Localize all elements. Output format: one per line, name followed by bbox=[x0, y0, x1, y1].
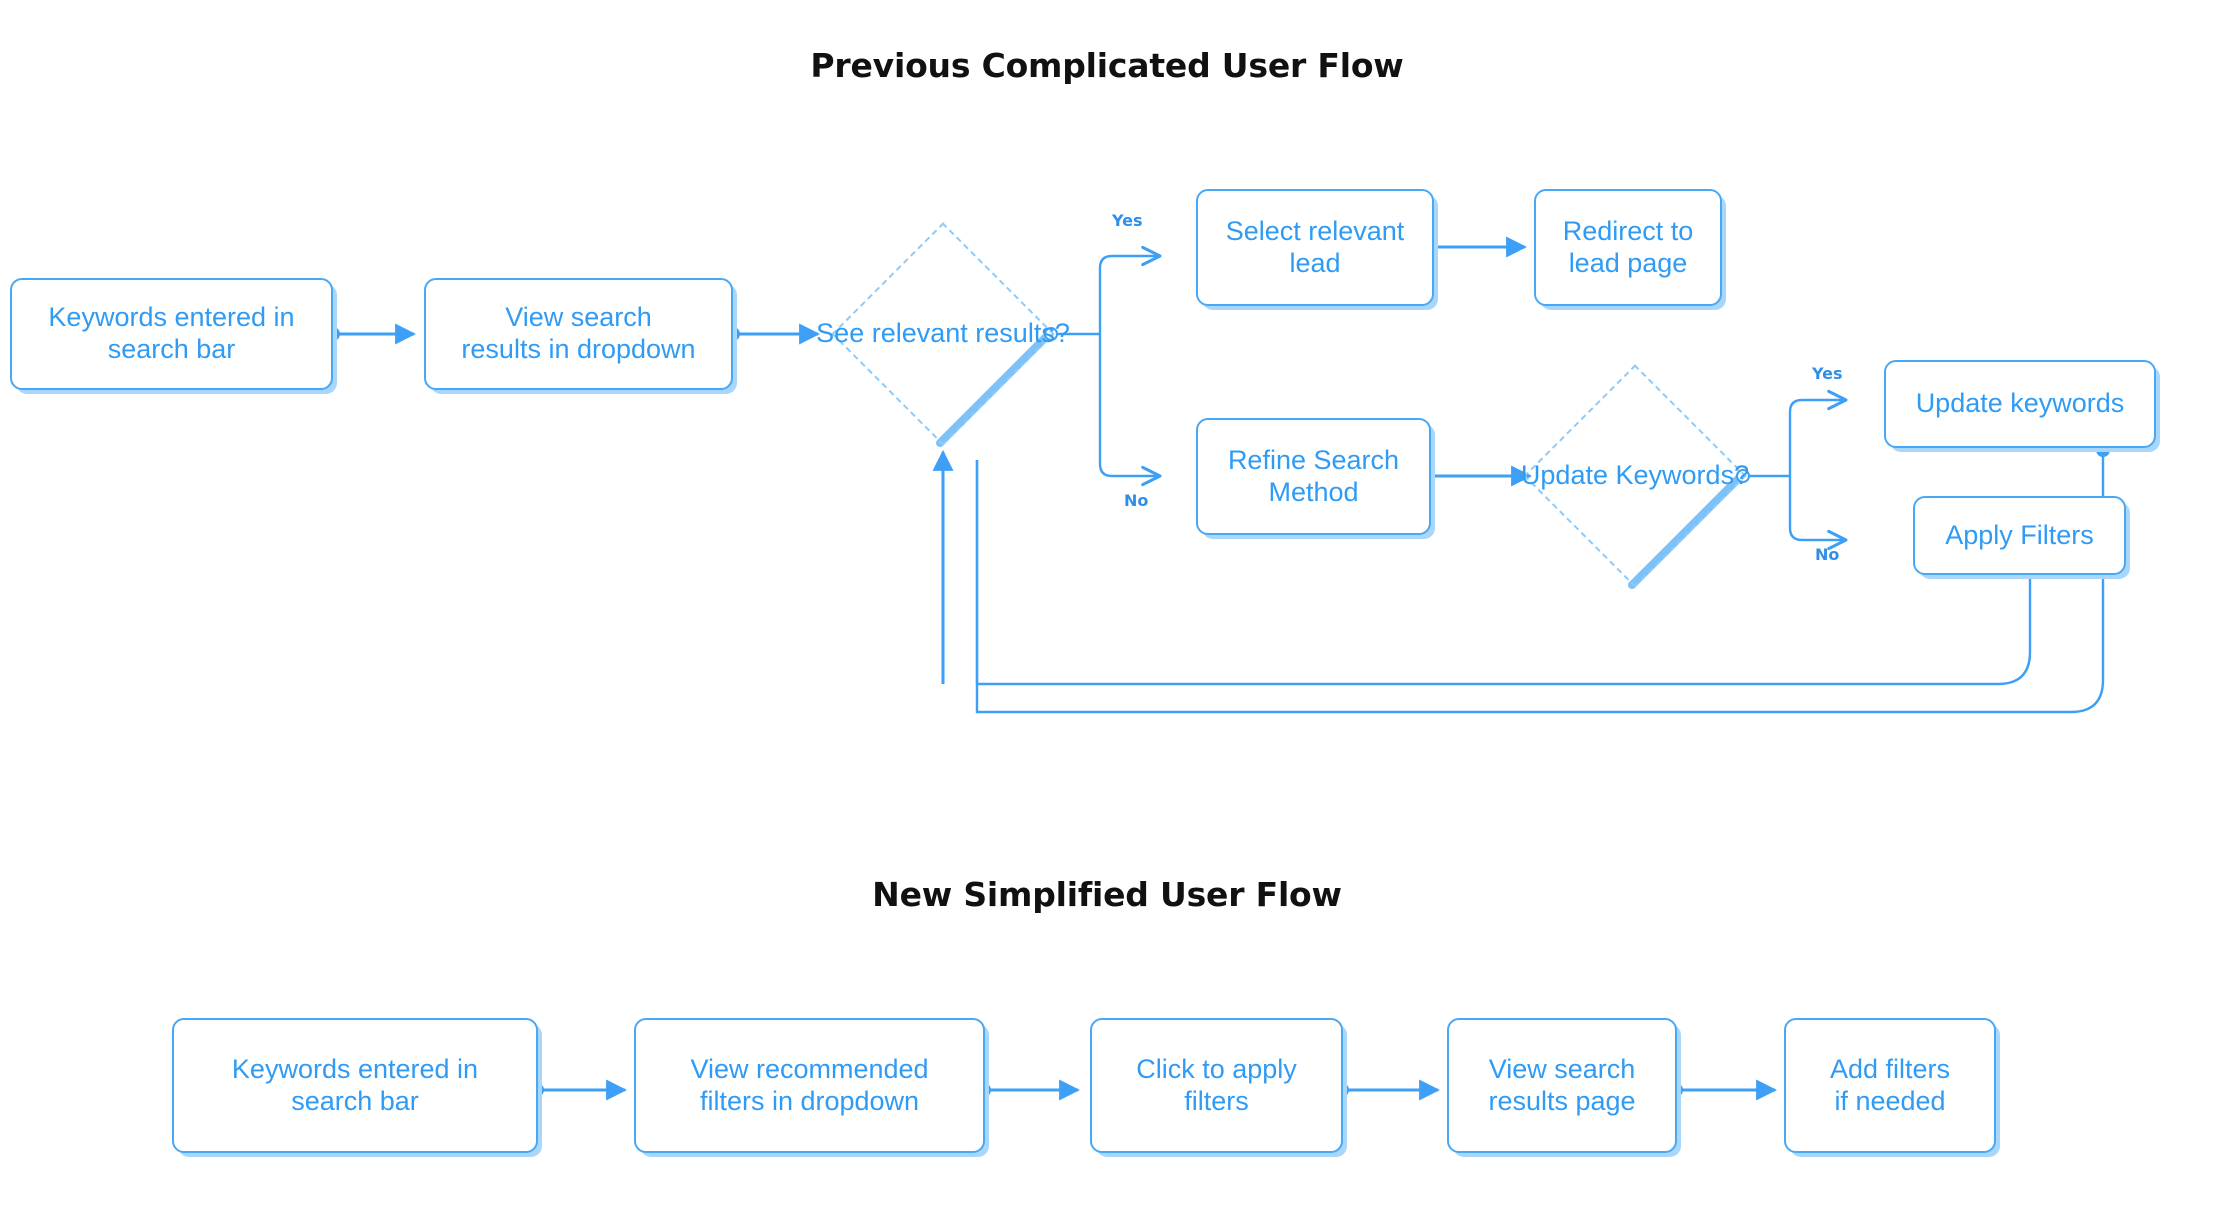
edge-decision1-yes bbox=[1098, 245, 1162, 334]
node-line-2: results in dropdown bbox=[461, 334, 696, 364]
edge-n2-n3 bbox=[977, 1079, 1081, 1101]
decision-label: Update Keywords? bbox=[1521, 460, 1749, 492]
branch-label-update-keywords-yes: Yes bbox=[1812, 364, 1843, 383]
node-line-1: Update keywords bbox=[1915, 388, 2125, 419]
node-select-relevant-lead[interactable]: Select relevant lead bbox=[1196, 189, 1434, 306]
decision-line-2: results? bbox=[975, 318, 1070, 349]
node-line-1: Keywords entered in bbox=[231, 1053, 479, 1084]
node-line-2: lead page bbox=[1568, 247, 1688, 278]
edge-keywords-to-view bbox=[326, 323, 417, 345]
node-line-1: View search bbox=[505, 302, 652, 333]
node-refine-search-method[interactable]: Refine Search Method bbox=[1196, 418, 1431, 535]
node-line-1: View recommended bbox=[690, 1053, 929, 1084]
edge-decision1-no bbox=[1098, 334, 1162, 487]
edge-decision2-no bbox=[1788, 476, 1848, 551]
node-new-view-results-page[interactable]: View search results page bbox=[1447, 1018, 1677, 1153]
node-update-keywords[interactable]: Update keywords bbox=[1884, 360, 2156, 448]
node-redirect-lead-page[interactable]: Redirect to lead page bbox=[1534, 189, 1722, 306]
node-line-1: Keywords entered in bbox=[48, 302, 295, 333]
edge-view-to-decision1 bbox=[726, 323, 821, 345]
edge-n3-n4 bbox=[1335, 1079, 1441, 1101]
section-title-previous: Previous Complicated User Flow bbox=[810, 46, 1404, 85]
decision-line-1: Update bbox=[1520, 460, 1608, 491]
branch-label-see-relevant-yes: Yes bbox=[1112, 211, 1143, 230]
node-new-add-filters[interactable]: Add filters if needed bbox=[1784, 1018, 1996, 1153]
node-new-view-recommended[interactable]: View recommended filters in dropdown bbox=[634, 1018, 985, 1153]
node-line-2: lead bbox=[1289, 247, 1341, 278]
branch-label-see-relevant-no: No bbox=[1124, 491, 1149, 510]
node-line-2: if needed bbox=[1834, 1085, 1946, 1116]
decision-line-1: See relevant bbox=[816, 318, 968, 349]
node-line-1: Select relevant bbox=[1225, 215, 1405, 246]
decision-line-2: Keywords? bbox=[1615, 460, 1750, 491]
node-keywords-entered[interactable]: Keywords entered in search bar bbox=[10, 278, 333, 390]
node-line-2: filters in dropdown bbox=[699, 1085, 920, 1116]
node-line-1: Add filters bbox=[1829, 1053, 1951, 1084]
decision1-highlight-edge bbox=[936, 333, 1050, 447]
branch-label-update-keywords-no: No bbox=[1815, 545, 1840, 564]
edge-decision2-yes bbox=[1788, 389, 1848, 476]
node-line-2: search bar bbox=[291, 1085, 419, 1116]
decision2-highlight-edge bbox=[1628, 475, 1742, 589]
edge-select-to-redirect bbox=[1423, 236, 1528, 258]
node-line-2: search bar bbox=[107, 334, 236, 364]
decision-label: See relevant results? bbox=[816, 318, 1070, 350]
node-new-click-apply-filters[interactable]: Click to apply filters bbox=[1090, 1018, 1343, 1153]
decision-update-keywords[interactable]: Update Keywords? bbox=[1521, 364, 1749, 588]
edge-refine-to-decision2 bbox=[1420, 465, 1533, 487]
edge-n1-n2 bbox=[530, 1079, 628, 1101]
edge-n4-n5 bbox=[1669, 1079, 1778, 1101]
node-line-1: Click to apply bbox=[1136, 1053, 1297, 1084]
node-new-keywords-entered[interactable]: Keywords entered in search bar bbox=[172, 1018, 538, 1153]
node-apply-filters[interactable]: Apply Filters bbox=[1913, 496, 2126, 575]
node-line-2: Method bbox=[1268, 476, 1359, 507]
decision-see-relevant-results[interactable]: See relevant results? bbox=[816, 222, 1070, 446]
node-line-2: filters bbox=[1184, 1085, 1249, 1116]
node-line-1: Apply Filters bbox=[1945, 519, 2094, 550]
node-line-1: Refine Search bbox=[1227, 444, 1400, 475]
node-line-1: View search bbox=[1488, 1053, 1636, 1084]
section-title-new: New Simplified User Flow bbox=[872, 875, 1342, 914]
node-line-2: results page bbox=[1488, 1085, 1636, 1116]
node-line-1: Redirect to bbox=[1562, 215, 1694, 246]
node-view-search-results[interactable]: View search results in dropdown bbox=[424, 278, 733, 390]
